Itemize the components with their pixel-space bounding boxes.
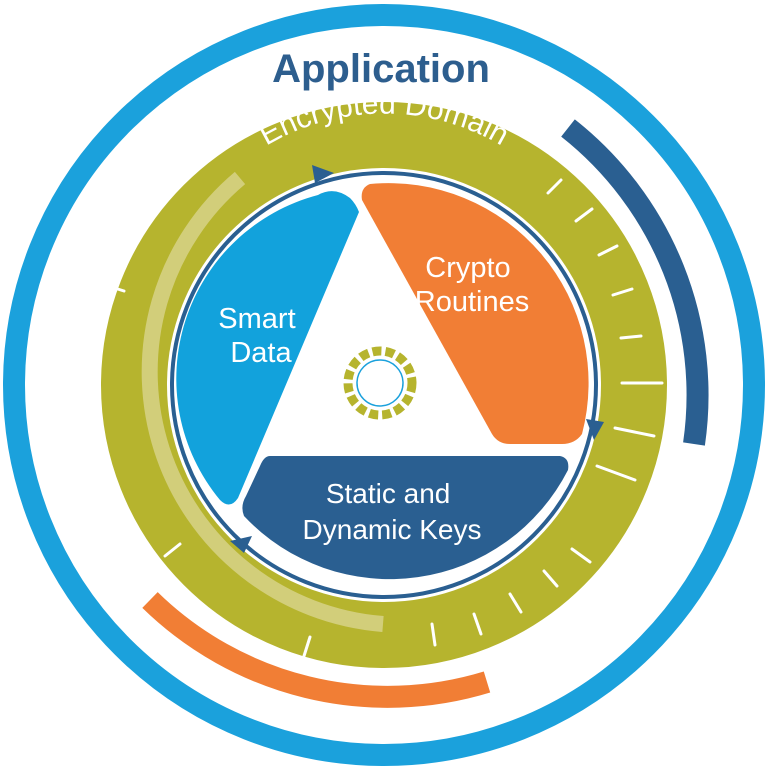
cycle-ring bbox=[170, 171, 598, 599]
ring-tick-marks bbox=[103, 178, 664, 658]
application-ring bbox=[3, 4, 765, 766]
crypto-routines-label: Crypto Routines bbox=[415, 252, 529, 318]
keys-line-1: Static and bbox=[326, 478, 451, 509]
keys-label: Static and Dynamic Keys bbox=[303, 478, 482, 545]
arrow-head-bottom-left bbox=[230, 536, 252, 553]
smart-data-line-1: Smart bbox=[218, 303, 295, 335]
application-label: Application bbox=[272, 47, 490, 91]
smart-data-segment[interactable] bbox=[176, 191, 359, 505]
crypto-routines-line-1: Crypto bbox=[425, 252, 510, 284]
center-gear-ring bbox=[343, 346, 417, 420]
navy-accent-arc bbox=[561, 119, 709, 446]
center-gear-core bbox=[356, 359, 404, 407]
keys-segment[interactable] bbox=[242, 456, 569, 580]
domain-light-arc bbox=[141, 171, 384, 632]
orange-accent-arc bbox=[142, 592, 491, 708]
keys-line-2: Dynamic Keys bbox=[303, 514, 482, 545]
arrow-head-right bbox=[586, 419, 604, 440]
encrypted-domain-ring bbox=[101, 102, 667, 668]
smart-data-line-2: Data bbox=[230, 337, 292, 369]
crypto-routines-segment[interactable] bbox=[361, 183, 589, 445]
crypto-routines-line-2: Routines bbox=[415, 286, 529, 318]
arrow-head-top bbox=[312, 165, 334, 183]
smart-data-label: Smart Data bbox=[218, 303, 303, 369]
